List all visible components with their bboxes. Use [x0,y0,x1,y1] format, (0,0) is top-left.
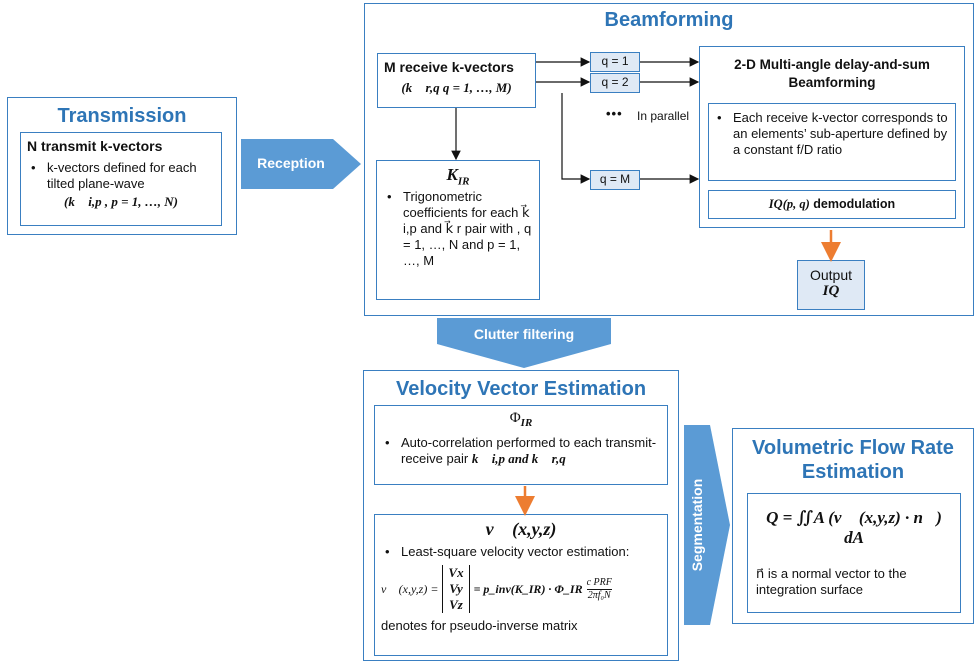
beamforming-title: Beamforming [604,9,734,31]
parallel-label: In parallel [637,109,690,123]
q-box-2: q = 2 [590,73,640,93]
matrix-vz: Vz [449,597,463,612]
reception-label: Reception [257,155,325,171]
fraction-numerator: c PRF [586,576,612,590]
phi-bullet: Auto-correlation performed to each trans… [381,435,661,467]
phi-title: ΦIR [509,410,533,429]
phi-box: ΦIR Auto-correlation performed to each t… [374,405,668,485]
q-box-m: q = M [590,170,640,190]
transmission-title: Transmission [57,105,187,127]
flow-note: n⃗ is a normal vector to the integration… [756,566,907,597]
receive-kvectors-box: M receive k-vectors (k⃗ r,q q = 1, …, M) [377,53,536,108]
transmit-kvectors-formula: (k⃗ i,p , p = 1, …, N) [64,194,178,209]
reception-arrow: Reception [241,135,363,193]
output-value: IQ [822,283,840,299]
das-bullet: Each receive k-vector corresponds to an … [713,110,951,158]
receive-kvectors-title: M receive k-vectors [384,59,514,75]
velocity-vector-box: v⃗ (x,y,z) Least-square velocity vector … [374,514,668,656]
iq-demodulation-box: IQ(p, q) demodulation [708,190,956,219]
transmit-kvectors-title: N transmit k-vectors [27,138,163,154]
velocity-rhs: = p_inv(K_IR) · Φ_IR [473,581,583,596]
flow-formula-box: Q = ∬A (v⃗ (x,y,z) · n⃗) dA n⃗ is a norm… [747,493,961,613]
velocity-equation: v⃗ (x,y,z) = Vx Vy Vz = p_inv(K_IR) · Φ_… [381,562,661,616]
velocity-matrix: Vx Vy Vz [442,565,470,613]
fraction-denominator: 2πf₀N [587,589,611,601]
iq-formula: IQ(p, q) [768,197,810,211]
das-description-box: Each receive k-vector corresponds to an … [708,103,956,181]
velocity-lhs: v⃗ (x,y,z) = [381,581,439,596]
transmit-kvectors-box: N transmit k-vectors k-vectors defined f… [20,132,222,226]
iq-demodulation-label: demodulation [809,197,896,211]
velocity-title: Velocity Vector Estimation [395,378,647,400]
flow-panel: Volumetric Flow Rate Estimation Q = ∬A (… [732,428,974,624]
transmission-panel: Transmission N transmit k-vectors k-vect… [7,97,237,235]
clutter-filtering-label: Clutter filtering [473,326,575,342]
arrow-receive-qm [561,93,591,184]
das-title: 2-D Multi-angle delay-and-sum Beamformin… [734,57,930,90]
segmentation-arrow: Segmentation [684,425,730,625]
receive-kvectors-formula: (k⃗ r,q q = 1, …, M) [401,80,512,95]
transmit-kvectors-bullet: k-vectors defined for each tilted plane-… [27,160,215,192]
q-box-1: q = 1 [590,52,640,72]
kir-title: KIR [446,165,470,188]
output-label: Output [809,267,853,283]
matrix-vy: Vy [449,581,463,596]
velocity-vector-title: v⃗ (x,y,z) [485,519,557,539]
kir-box: KIR Trigonometric coefficients for each … [376,160,540,300]
kir-bullet: Trigonometric coefficients for each k⃗ i… [383,189,533,269]
das-beamforming-box: 2-D Multi-angle delay-and-sum Beamformin… [699,46,965,228]
flow-formula: Q = ∬A (v⃗ (x,y,z) · n⃗) dA [766,508,942,547]
velocity-fraction: c PRF 2πf₀N [586,576,612,602]
clutter-filtering-arrow: Clutter filtering [437,318,611,368]
velocity-footer: denotes for pseudo-inverse matrix [381,618,578,633]
velocity-vector-bullet: Least-square velocity vector estimation: [381,544,661,560]
parallel-dots: ••• [606,106,623,121]
flow-title: Volumetric Flow Rate Estimation [752,437,954,483]
matrix-vx: Vx [448,565,464,580]
